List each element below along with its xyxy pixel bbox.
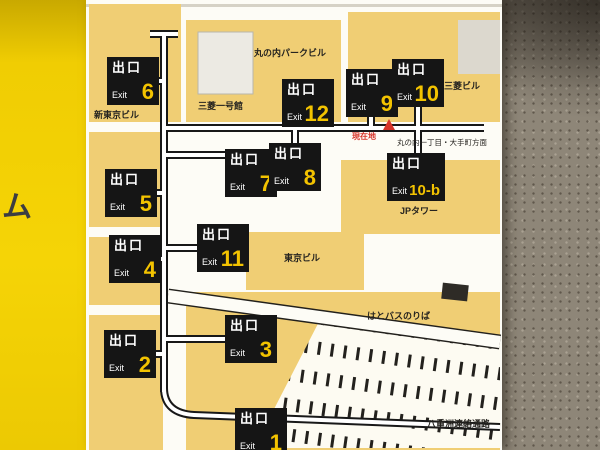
- exit-word-en: Exit: [112, 90, 128, 100]
- exit-word-en: Exit: [230, 182, 246, 192]
- label-mitsubishi-building: 三菱ビル: [444, 81, 481, 91]
- exit-word-ja: 出口: [287, 82, 318, 97]
- current-location-label: 現在地: [352, 132, 376, 141]
- exit-word-ja: 出口: [202, 227, 233, 242]
- exit-box-8: 出口 Exit 8: [269, 143, 321, 191]
- exit-box-4: 出口 Exit 4: [109, 235, 161, 283]
- partial-text-glyph: ム: [2, 191, 32, 224]
- exit-number: 3: [259, 337, 272, 363]
- exit-number: 4: [143, 257, 156, 283]
- label-mitsubishi-ichigokan: 三菱一号館: [198, 101, 244, 111]
- exit-word-ja: 出口: [114, 238, 145, 253]
- exit-word-ja: 出口: [230, 318, 261, 333]
- label-yaesu-passage: 八重洲連絡通路: [427, 419, 491, 429]
- exit-box-3: 出口 Exit 3: [225, 315, 277, 363]
- exit-word-ja: 出口: [240, 411, 271, 426]
- label-shin-tokyo-building: 新東京ビル: [94, 110, 140, 120]
- label-hato-bus-stop: はとバスのりば: [367, 311, 431, 321]
- exit-word-ja: 出口: [109, 333, 140, 348]
- exit-word-ja: 出口: [110, 172, 141, 187]
- exit-number: 10: [414, 81, 439, 107]
- exit-box-9: 出口 Exit 9: [346, 69, 398, 117]
- exit-word-en: Exit: [274, 176, 290, 186]
- exit-word-ja: 出口: [112, 60, 143, 75]
- exit-number: 1: [269, 430, 282, 450]
- exit-number: 7: [259, 171, 272, 197]
- exit-word-en: Exit: [110, 202, 126, 212]
- wall-background: [502, 0, 600, 450]
- exit-word-en: Exit: [109, 363, 125, 373]
- exit-word-en: Exit: [392, 186, 408, 196]
- exit-word-ja: 出口: [274, 146, 305, 161]
- exit-word-en: Exit: [287, 112, 303, 122]
- exit-word-ja: 出口: [392, 156, 423, 171]
- label-tokyo-building: 東京ビル: [284, 253, 321, 263]
- exit-word-ja: 出口: [230, 152, 261, 167]
- exit-word-ja: 出口: [397, 62, 428, 77]
- exit-box-7: 出口 Exit 7: [225, 149, 277, 197]
- label-jp-tower: JPタワー: [400, 206, 439, 216]
- track-hatching: [254, 312, 500, 448]
- exit-word-en: Exit: [351, 102, 367, 112]
- exit-box-6: 出口 Exit 6: [107, 57, 159, 105]
- hato-bus-road: [166, 288, 502, 350]
- exit-number: 9: [380, 91, 393, 117]
- exit-number: 2: [138, 352, 151, 378]
- exit-word-en: Exit: [240, 441, 256, 450]
- sign-yellow-border: ム: [0, 0, 86, 450]
- exit-word-en: Exit: [202, 257, 218, 267]
- exit-number: 5: [139, 191, 152, 217]
- exit-word-ja: 出口: [351, 72, 382, 87]
- exit-box-1: 出口 Exit 1: [235, 408, 287, 450]
- small-building-shape: [441, 282, 469, 302]
- current-location-marker: [383, 119, 395, 130]
- exit-number: 10-b: [409, 182, 440, 199]
- exit-word-en: Exit: [397, 92, 413, 102]
- exit-word-en: Exit: [114, 268, 130, 278]
- corridor-interior: [150, 32, 501, 429]
- exit-box-5: 出口 Exit 5: [105, 169, 157, 217]
- exit-box-2: 出口 Exit 2: [104, 330, 156, 378]
- exit-number: 12: [304, 101, 329, 127]
- top-right-building-shape: [458, 20, 500, 74]
- label-marunouchi-park-building: 丸の内パークビル: [254, 48, 327, 58]
- mitsubishi-ichigokan-building-shape: [197, 31, 254, 95]
- exit-number: 8: [303, 165, 316, 191]
- exit-number: 11: [220, 246, 244, 272]
- exit-word-en: Exit: [230, 348, 246, 358]
- exit-number: 6: [141, 79, 154, 105]
- label-direction-note: 丸の内一丁目・大手町方面: [397, 138, 487, 147]
- map-panel: 丸の内パークビル 三菱一号館 新東京ビル 三菱ビル 現在地 丸の内一丁目・大手町…: [86, 0, 502, 450]
- panel-frame-edge: [86, 4, 502, 7]
